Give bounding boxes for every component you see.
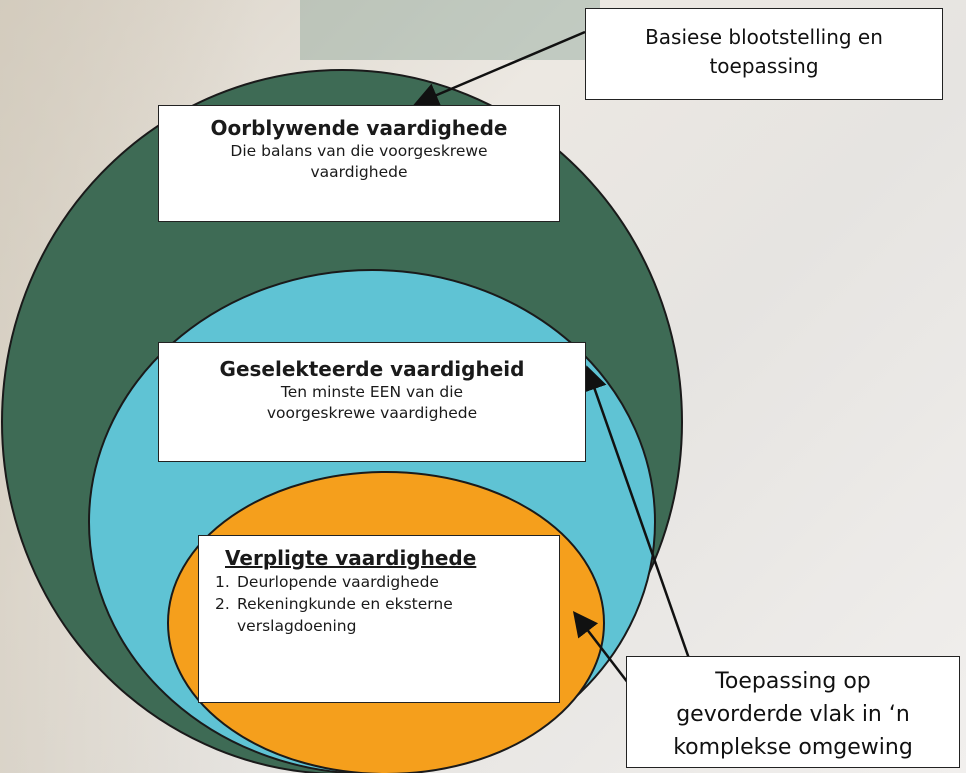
- list-item-number: 2.: [215, 595, 230, 613]
- arrow-top: [413, 30, 586, 107]
- list-item: 2. Rekeningkunde en eksterne verslagdoen…: [215, 593, 559, 637]
- callout-bottom-line-3: komplekse omgewing: [673, 735, 913, 760]
- outer-line-1: Die balans van die voorgeskrewe: [230, 142, 488, 160]
- arrow-bottom-to-middle: [582, 365, 702, 691]
- callout-top-line-1: Basiese blootstelling en: [645, 25, 883, 49]
- inner-list: 1. Deurlopende vaardighede 2. Rekeningku…: [199, 571, 559, 637]
- list-item-text: Deurlopende vaardighede: [237, 573, 439, 591]
- callout-bottom: Toepassing op gevorderde vlak in ‘n komp…: [626, 656, 960, 768]
- inner-label-box: Verpligte vaardighede 1. Deurlopende vaa…: [198, 535, 560, 703]
- outer-label-box: Oorblywende vaardighede Die balans van d…: [158, 105, 560, 222]
- outer-title: Oorblywende vaardighede: [210, 116, 508, 140]
- outer-line-2: vaardighede: [310, 163, 408, 181]
- callout-bottom-line-2: gevorderde vlak in ‘n: [676, 702, 910, 727]
- list-item: 1. Deurlopende vaardighede: [215, 571, 559, 593]
- list-item-text: Rekeningkunde en eksterne: [237, 595, 453, 613]
- middle-title: Geselekteerde vaardigheid: [219, 357, 525, 381]
- callout-top: Basiese blootstelling en toepassing: [585, 8, 943, 100]
- callout-top-line-2: toepassing: [709, 54, 819, 78]
- list-item-number: 1.: [215, 573, 230, 591]
- middle-label-box: Geselekteerde vaardigheid Ten minste EEN…: [158, 342, 586, 462]
- inner-title: Verpligte vaardighede: [225, 546, 477, 570]
- list-item-text-cont: verslagdoening: [237, 617, 357, 635]
- callout-bottom-line-1: Toepassing op: [715, 669, 871, 694]
- middle-line-2: voorgeskrewe vaardighede: [266, 404, 478, 422]
- middle-line-1: Ten minste EEN van die: [280, 383, 464, 401]
